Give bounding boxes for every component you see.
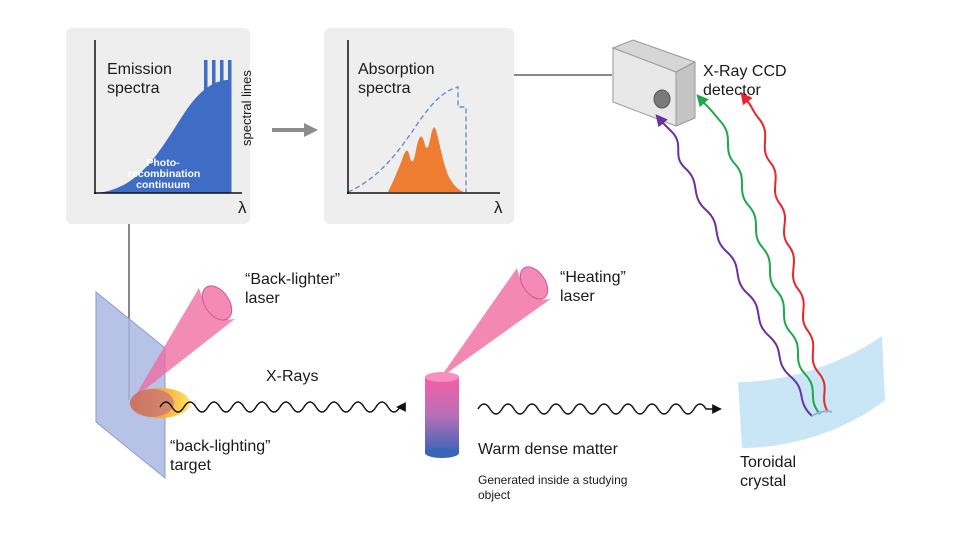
backlighter-laser-label: “Back-lighter” laser [245,271,341,307]
absorption-lambda: λ [494,198,503,217]
continuum-label: Photo- recombination continuum [128,157,201,191]
target-plate [95,290,166,480]
wdm-label: Warm dense matter [478,441,618,458]
crystal-label: Toroidal crystal [740,454,797,490]
panel-arrow-head [304,123,318,137]
absorption-envelope [347,86,467,193]
ray-green [696,94,821,415]
wdm-sublabel: Generated inside a studying object [478,473,628,502]
toroidal-crystal [738,336,885,448]
absorption-panel [324,28,514,224]
emission-panel [66,28,250,224]
wdm-cylinder [425,372,459,458]
xrays-label: X-Rays [266,368,319,385]
spectral-line-4 [228,60,232,193]
spectral-line-3 [220,60,224,193]
xray-wave-1 [159,401,406,413]
xray-wave-2 [477,403,722,415]
backlighter-laser [134,285,236,398]
heating-laser [440,266,552,378]
emission-curve [95,80,228,193]
spectral-line-1 [204,60,208,193]
absorption-title: Absorption spectra [358,61,435,97]
emission-lambda: λ [238,198,247,217]
ray-red [740,92,829,413]
ray-purple [655,114,813,417]
detector-label: X-Ray CCD detector [703,63,787,99]
heating-laser-label: “Heating” laser [560,269,626,305]
detector-lens [653,89,671,109]
ccd-detector [611,39,697,127]
absorption-peaks [388,127,464,192]
emission-title: Emission spectra [107,61,172,97]
spectral-line-2 [212,60,216,193]
target-label: “back-lighting” target [170,438,271,474]
spectral-lines-label: spectral lines [239,70,254,146]
